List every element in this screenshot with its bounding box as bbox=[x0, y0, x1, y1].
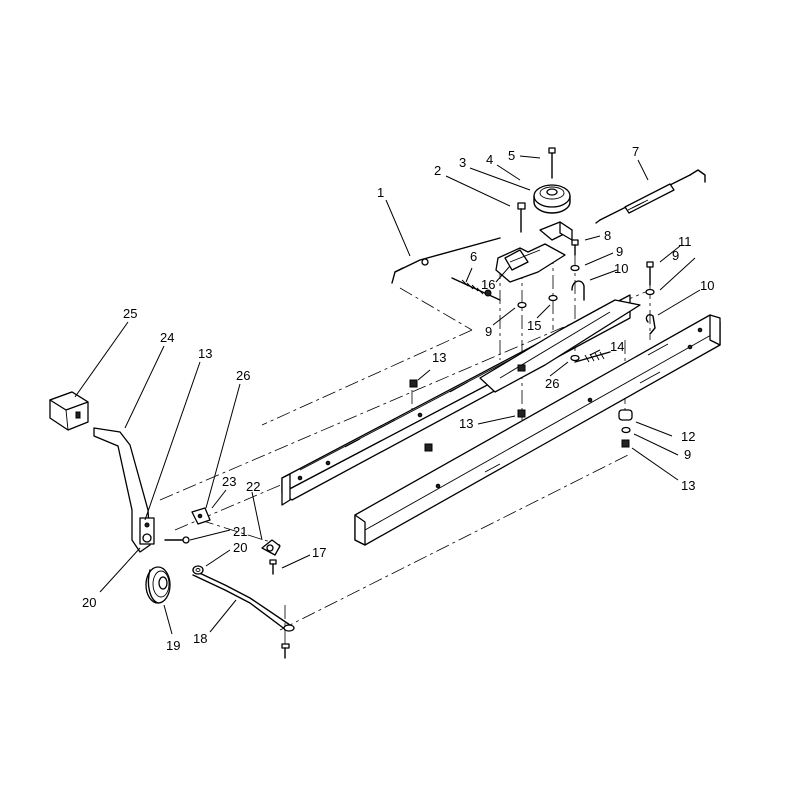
callout-6: 6 bbox=[470, 249, 477, 264]
bolt-8 bbox=[571, 239, 579, 256]
hook-10-lower bbox=[645, 313, 656, 335]
pedal-pad bbox=[49, 391, 89, 431]
drive-pulley bbox=[145, 566, 171, 604]
bracket-22 bbox=[261, 539, 281, 556]
clutch-rod bbox=[595, 169, 706, 224]
callout-labels: 1 2 3 4 5 6 7 8 9 9 9 9 10 10 11 12 13 1… bbox=[82, 144, 714, 653]
callout-2: 2 bbox=[434, 163, 441, 178]
frame-rail-right bbox=[354, 314, 721, 546]
callout-13-c: 13 bbox=[459, 416, 473, 431]
pedal-arm bbox=[93, 427, 155, 553]
callout-4: 4 bbox=[486, 152, 493, 167]
callout-20-b: 20 bbox=[233, 540, 247, 555]
callout-11: 11 bbox=[678, 234, 692, 249]
callout-8: 8 bbox=[604, 228, 611, 243]
spring-14 bbox=[574, 351, 611, 363]
callout-14: 14 bbox=[610, 339, 624, 354]
idler-pulley bbox=[533, 184, 571, 214]
bracket-3 bbox=[539, 221, 573, 241]
callout-22: 22 bbox=[246, 479, 260, 494]
callout-26-b: 26 bbox=[545, 376, 559, 391]
callout-9-c: 9 bbox=[485, 324, 492, 339]
callout-1: 1 bbox=[377, 185, 384, 200]
callout-23: 23 bbox=[222, 474, 236, 489]
spring-6 bbox=[451, 277, 501, 301]
callout-17: 17 bbox=[312, 545, 326, 560]
bolt-5 bbox=[548, 147, 556, 179]
callout-10-b: 10 bbox=[700, 278, 714, 293]
callout-13-d: 13 bbox=[681, 478, 695, 493]
callout-9-d: 9 bbox=[684, 447, 691, 462]
callout-7: 7 bbox=[632, 144, 639, 159]
callout-15: 15 bbox=[527, 318, 541, 333]
callout-20-a: 20 bbox=[82, 595, 96, 610]
washers-nuts bbox=[409, 264, 655, 452]
callout-9-b: 9 bbox=[672, 248, 679, 263]
bolt-bottom bbox=[281, 643, 290, 659]
callout-24: 24 bbox=[160, 330, 174, 345]
callout-18: 18 bbox=[193, 631, 207, 646]
callout-10-a: 10 bbox=[614, 261, 628, 276]
callout-12: 12 bbox=[681, 429, 695, 444]
bolt-2 bbox=[517, 202, 526, 233]
callout-3: 3 bbox=[459, 155, 466, 170]
callout-13-a: 13 bbox=[198, 346, 212, 361]
idler-bracket bbox=[495, 243, 566, 283]
bracket-23 bbox=[191, 507, 211, 525]
pin-21 bbox=[164, 536, 190, 544]
callout-13-b: 13 bbox=[432, 350, 446, 365]
rod-1 bbox=[391, 237, 501, 284]
hook-10-upper bbox=[571, 280, 585, 301]
callout-9-a: 9 bbox=[616, 244, 623, 259]
callout-16: 16 bbox=[481, 277, 495, 292]
washer-20 bbox=[192, 565, 204, 575]
callout-21: 21 bbox=[233, 524, 247, 539]
callout-leaders bbox=[74, 155, 701, 635]
linkage-rod-18 bbox=[192, 569, 295, 632]
callout-5: 5 bbox=[508, 148, 515, 163]
callout-25: 25 bbox=[123, 306, 137, 321]
bolt-17 bbox=[269, 559, 277, 575]
bolt-11 bbox=[646, 261, 654, 286]
callout-19: 19 bbox=[166, 638, 180, 653]
callout-26-a: 26 bbox=[236, 368, 250, 383]
